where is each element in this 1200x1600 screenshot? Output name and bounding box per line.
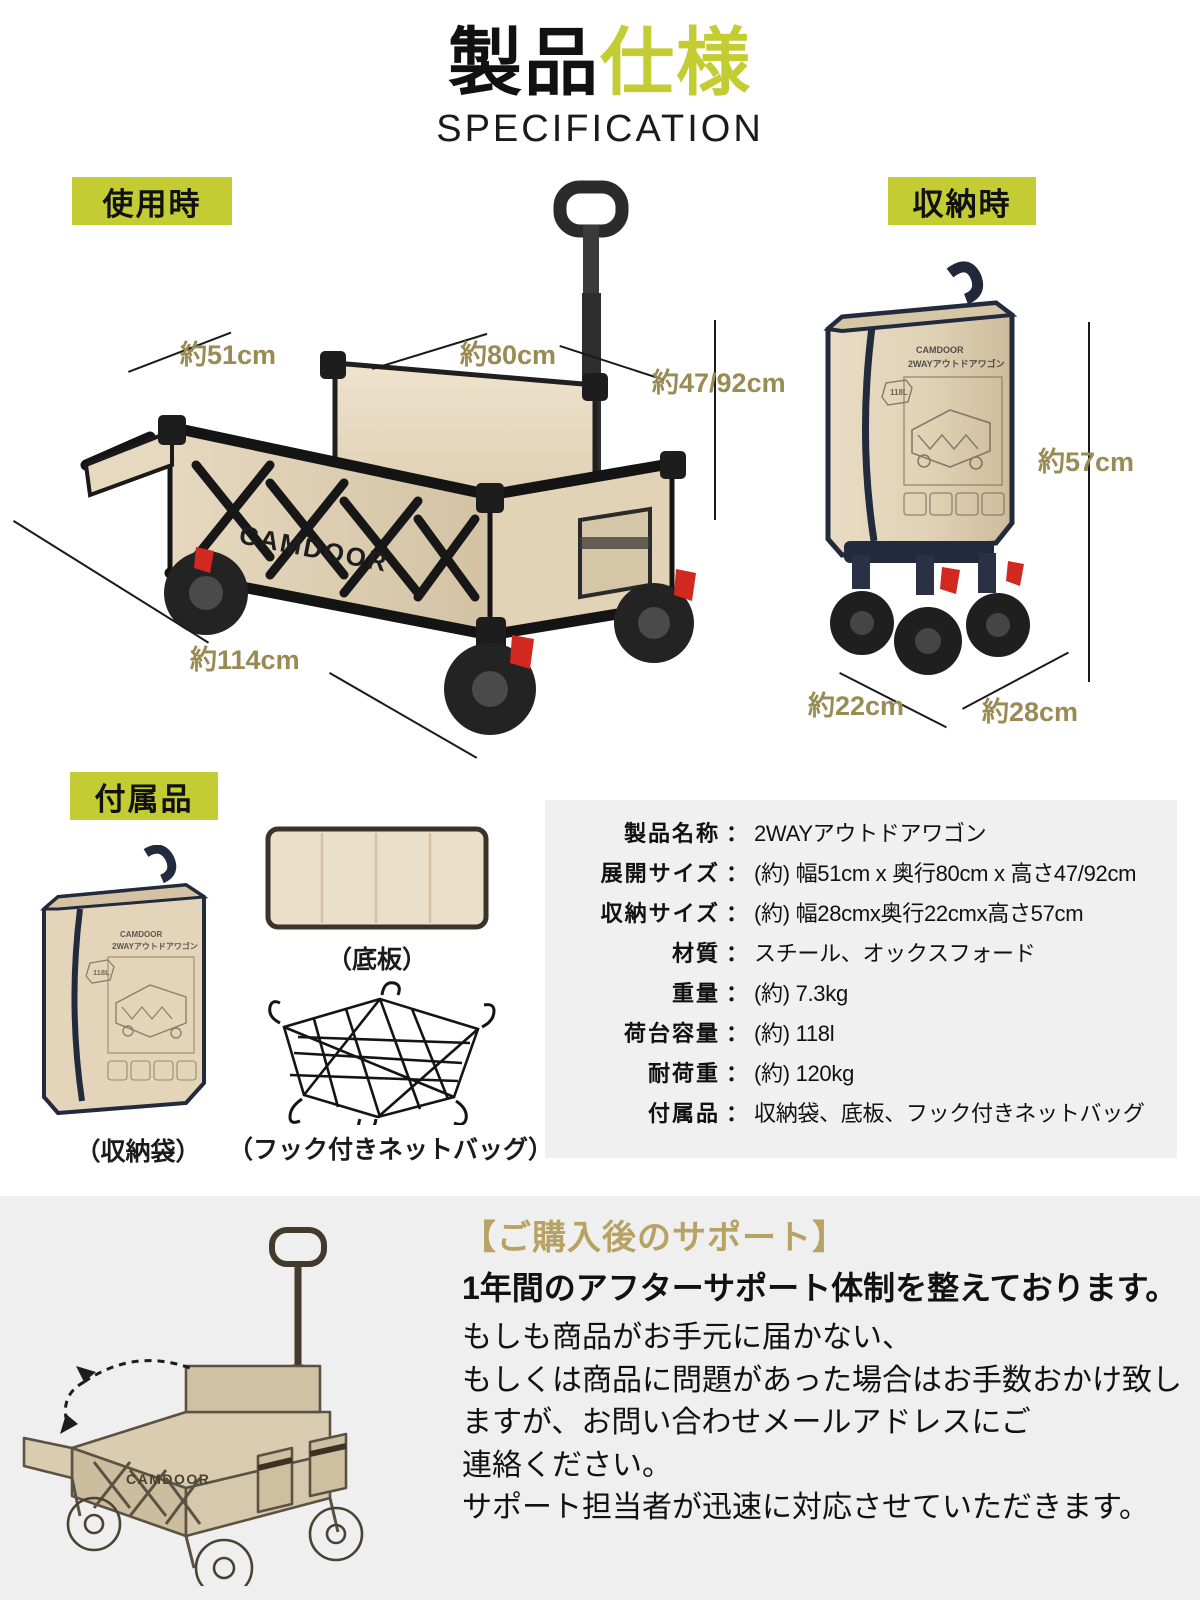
caption-net-bag: （フック付きネットバッグ） <box>228 1136 554 1164</box>
specification-table-panel: 製品名称：2WAYアウトドアワゴン 展開サイズ：(約) 幅51cm x 奥行80… <box>545 800 1177 1158</box>
spec-key: 付属品 <box>647 1101 720 1126</box>
leader-47-vert <box>714 320 716 520</box>
support-lead: 1年間のアフターサポート体制を整えております。 <box>457 1263 1182 1311</box>
wagon-open-image: CAMDOOR <box>80 180 696 735</box>
support-line: サポート担当者が迅速に対応させていただきます。 <box>462 1491 1149 1525</box>
wagon-folded-image: CAMDOOR 2WAYアウトドアワゴン 118L <box>823 261 1030 675</box>
folded-handle-icon <box>946 261 984 305</box>
spec-colon: ： <box>725 861 748 886</box>
table-row: 荷台容量：(約) 118l <box>545 1012 1177 1052</box>
page-title: 製品仕様 SPECIFICATION <box>0 24 1200 151</box>
spec-key: 収納サイズ <box>600 901 720 926</box>
bag-capacity-text: 118L <box>890 388 908 397</box>
svg-text:118L: 118L <box>93 968 110 977</box>
wagon-side-pocket <box>578 506 652 600</box>
support-line: もしくは商品に問題があった場合はお手数おかけ致し <box>462 1363 1182 1397</box>
accessory-storage-bag-image: CAMDOOR 2WAYアウトドアワゴン 118L <box>39 845 209 1116</box>
table-row: 収納サイズ：(約) 幅28cmx奥行22cmx高さ57cm <box>545 892 1177 932</box>
dimension-folded-depth: 約28cm <box>982 697 1079 727</box>
title-subtitle: SPECIFICATION <box>436 107 764 150</box>
spec-key: 重量 <box>671 981 720 1006</box>
spec-key: 展開サイズ <box>600 861 720 886</box>
table-row: 材質：スチール、オックスフォード <box>545 932 1177 972</box>
folded-wheels <box>830 591 1030 675</box>
dimension-open-height: 約47/92cm <box>652 368 786 398</box>
title-main: 製品仕様 <box>0 24 1200 102</box>
table-row: 付属品：収納袋、底板、フック付きネットバッグ <box>545 1092 1177 1132</box>
support-heading: 【ご購入後のサポート】 <box>462 1219 847 1257</box>
spec-colon: ： <box>725 981 748 1006</box>
badge-in-use: 使用時 <box>72 177 232 225</box>
spec-colon: ： <box>725 1101 748 1126</box>
wagon-lineart-image: CAMDOOR <box>22 1227 364 1586</box>
accessory-bottom-board-image <box>265 826 489 930</box>
bag-print-artwork: CAMDOOR 2WAYアウトドアワゴン 118L <box>881 345 1005 516</box>
fold-arrow-icon <box>83 1359 191 1384</box>
support-line: もしも商品がお手元に届かない、 <box>462 1321 912 1354</box>
badge-accessories: 付属品 <box>70 772 218 820</box>
spec-value: (約) 幅28cmx奥行22cmx高さ57cm <box>754 901 1084 926</box>
wagon-joints <box>158 351 686 651</box>
spec-colon: ： <box>725 821 748 846</box>
spec-value: (約) 120kg <box>754 1061 855 1086</box>
support-line: ますが、お問い合わせメールアドレスにご <box>462 1406 1031 1440</box>
spec-value: (約) 118l <box>754 1021 835 1046</box>
brand-logo-lineart: CAMDOOR <box>126 1471 210 1487</box>
spec-key: 荷台容量 <box>623 1021 720 1046</box>
table-row: 製品名称：2WAYアウトドアワゴン <box>545 812 1177 852</box>
title-main-black: 製品 <box>448 21 600 104</box>
dimension-open-depth: 約80cm <box>460 340 557 370</box>
after-purchase-support-section: CAMDOOR 【ご購入後のサポート】 1年間のアフターサポート体制を整えており… <box>0 1193 1200 1600</box>
svg-text:CAMDOOR: CAMDOOR <box>916 345 964 355</box>
spec-key: 材質 <box>671 941 720 966</box>
dimension-open-width: 約51cm <box>180 340 277 370</box>
spec-colon: ： <box>725 941 748 966</box>
support-text-block: 【ご購入後のサポート】 1年間のアフターサポート体制を整えております。 もしも商… <box>457 1210 1192 1530</box>
accessory-net-bag-image <box>268 981 496 1125</box>
svg-text:CAMDOOR: CAMDOOR <box>120 930 162 939</box>
folded-cover-bag <box>825 300 1015 558</box>
table-row: 重量：(約) 7.3kg <box>545 972 1177 1012</box>
svg-text:2WAYアウトドアワゴン: 2WAYアウトドアワゴン <box>908 358 1005 369</box>
spec-value: (約) 幅51cm x 奥行80cm x 高さ47/92cm <box>754 861 1137 886</box>
table-row: 耐荷重：(約) 120kg <box>545 1052 1177 1092</box>
wagon-wheels <box>164 551 694 735</box>
dimension-folded-height: 約57cm <box>1038 447 1135 477</box>
caption-bottom-board: （底板） <box>326 946 427 974</box>
caption-storage-bag: （収納袋） <box>75 1138 201 1166</box>
spec-value: 収納袋、底板、フック付きネットバッグ <box>754 1101 1145 1126</box>
specification-table-body: 製品名称：2WAYアウトドアワゴン 展開サイズ：(約) 幅51cm x 奥行80… <box>545 812 1177 1132</box>
dimension-folded-width: 約22cm <box>808 691 905 721</box>
support-line: 連絡ください。 <box>462 1448 672 1482</box>
spec-colon: ： <box>725 901 748 926</box>
spec-key: 耐荷重 <box>647 1061 720 1086</box>
spec-value: スチール、オックスフォード <box>754 941 1036 966</box>
dimension-open-length: 約114cm <box>190 645 300 675</box>
spec-value: 2WAYアウトドアワゴン <box>754 821 987 846</box>
specification-table: 製品名称：2WAYアウトドアワゴン 展開サイズ：(約) 幅51cm x 奥行80… <box>545 812 1177 1132</box>
folded-frame <box>844 541 996 595</box>
spec-colon: ： <box>725 1021 748 1046</box>
leader-57-vert <box>1088 322 1090 682</box>
svg-text:2WAYアウトドアワゴン: 2WAYアウトドアワゴン <box>112 941 198 951</box>
title-main-green: 仕様 <box>600 21 752 104</box>
wagon-scissor-frame <box>191 460 480 602</box>
spec-value: (約) 7.3kg <box>754 981 848 1006</box>
spec-key: 製品名称 <box>623 821 720 846</box>
table-row: 展開サイズ：(約) 幅51cm x 奥行80cm x 高さ47/92cm <box>545 852 1177 892</box>
badge-stored: 収納時 <box>888 177 1036 225</box>
wheel-brake-lever <box>194 547 696 669</box>
spec-colon: ： <box>725 1061 748 1086</box>
